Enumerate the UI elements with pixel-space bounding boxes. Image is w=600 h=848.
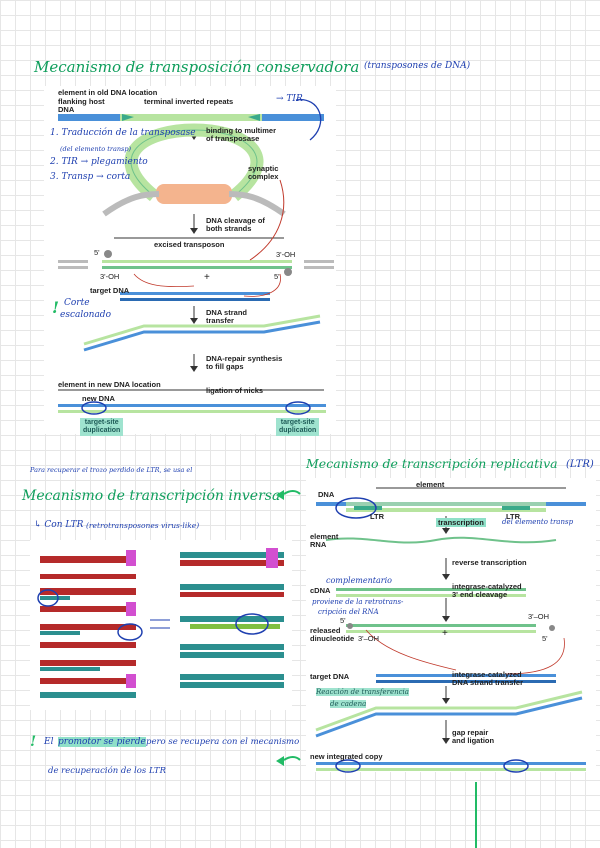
replicative-drawing — [315, 487, 586, 773]
fig-flanking: flanking host — [58, 97, 105, 106]
rep-st2: DNA strand transfer — [452, 678, 523, 687]
rep-rt: reverse transcription — [452, 558, 527, 567]
rep-complementario: complementario — [326, 576, 392, 585]
footnote-c: de recuperación de los LTR — [48, 766, 166, 776]
inverse-left-steps — [40, 550, 136, 698]
rep-target: target DNA — [310, 672, 350, 681]
fig-old-location: element in old DNA location — [58, 88, 158, 97]
replicative-figure: element DNA LTR LTR transcription del el… — [306, 478, 596, 773]
fig-complex: complex — [248, 172, 279, 181]
replicative-title: Mecanismo de transcripción replicativa — [306, 456, 558, 471]
replicative-ltr: (LTR) — [566, 459, 594, 470]
rep-dinucleotide: dinucleotide — [310, 634, 355, 643]
note-escalonado: escalonado — [60, 310, 111, 320]
inverse-con-ltr: ↳ Con LTR — [34, 520, 84, 530]
rep-plus: + — [442, 628, 448, 639]
rep-cdna: cDNA — [310, 586, 331, 595]
fig-both-strands: both strands — [206, 224, 252, 233]
rep-de-cadena: de cadena — [330, 700, 367, 708]
rep-proviene: proviene de la retrotrans- — [312, 598, 404, 606]
inverse-right-steps — [180, 548, 284, 688]
fig-fill-gaps: to fill gaps — [206, 362, 244, 371]
rep-element: element — [416, 480, 445, 489]
exclaim-icon: ! — [52, 298, 60, 317]
conservative-title: Mecanismo de transposición conservadora — [34, 58, 360, 76]
rep-cleavage: 3' end cleavage — [452, 590, 508, 599]
inverse-intro: Para recuperar el trozo perdido de LTR, … — [30, 466, 193, 474]
fig-repair: DNA-repair synthesis — [206, 354, 283, 363]
rep-element-rna: element — [310, 532, 339, 541]
note-1b: (del elemento transp) — [60, 145, 132, 153]
fig-3oh-b: 3'-OH — [100, 272, 120, 281]
note-corte: Corte — [64, 298, 90, 308]
rep-reaccion: Reacción de transferencia — [316, 688, 409, 696]
fig-plus: + — [204, 272, 210, 283]
note-1: 1. Traducción de la transposase — [50, 128, 196, 138]
rep-dna: DNA — [318, 490, 335, 499]
fig-excised: excised transposon — [154, 240, 225, 249]
fig-strand-transfer: DNA strand — [206, 308, 247, 317]
fig-5p-a: 5' — [94, 248, 100, 257]
rep-3oh-b: 3'–OH — [358, 634, 380, 643]
fig-dna: DNA — [58, 105, 75, 114]
fig-5p-b: 5' — [274, 272, 280, 281]
note-3: 3. Transp → corta — [50, 172, 131, 182]
rep-gap: gap repair — [452, 728, 489, 737]
inverse-retro: (retrotransposones virus-like) — [86, 521, 200, 530]
conservative-drawing — [58, 114, 334, 415]
rep-5p-b: 5' — [542, 634, 548, 643]
note-2: 2. TIR → plegamiento — [50, 157, 148, 167]
fig-3oh-a: 3'-OH — [276, 250, 296, 259]
rep-5p-a: 5' — [340, 616, 346, 625]
conservative-figure: element in old DNA location flanking hos… — [44, 86, 336, 436]
fig-new-dna: new DNA — [82, 394, 115, 403]
rep-released: released — [310, 626, 341, 635]
rep-integrase: integrase-catalyzed — [452, 582, 522, 591]
rep-ltr-right: LTR — [506, 512, 521, 521]
fig-new-location: element in new DNA location — [58, 380, 161, 389]
footnote-promotor: promotor se pierde — [58, 737, 146, 747]
fig-binding: binding to multimer — [206, 126, 276, 135]
footnote-exclaim-icon: ! — [30, 734, 37, 750]
rep-trans-note: del elemento transp — [502, 518, 574, 526]
rep-new-copy: new integrated copy — [310, 752, 383, 761]
inverse-title: Mecanismo de transcripción inversa — [22, 488, 281, 504]
footnote-a: El — [44, 737, 54, 747]
fig-transposase: of transposase — [206, 134, 260, 143]
fig-ligation: ligation of nicks — [206, 386, 264, 395]
fig-target-dna: target DNA — [90, 286, 130, 295]
rep-st1: integrase-catalyzed — [452, 670, 522, 679]
footnote-b: pero se recupera con el mecanismo — [146, 737, 300, 747]
rep-proviene2: cripción del RNA — [318, 608, 379, 616]
rep-and-ligation: and ligation — [452, 736, 495, 745]
fig-transfer: transfer — [206, 316, 234, 325]
fig-tir: terminal inverted repeats — [144, 97, 234, 106]
conservative-subtitle: (transposones de DNA) — [364, 61, 471, 71]
tir-note: → TIR — [276, 94, 303, 104]
rep-rna: RNA — [310, 540, 327, 549]
rep-3oh-a: 3'–OH — [528, 612, 550, 621]
rep-ltr-left: LTR — [370, 512, 385, 521]
fig-synaptic: synaptic — [248, 164, 279, 173]
inverse-figure — [30, 540, 292, 710]
rep-transcription: transcription — [436, 518, 486, 527]
fig-cleavage: DNA cleavage of — [206, 216, 265, 225]
inverse-drawing — [37, 548, 284, 698]
